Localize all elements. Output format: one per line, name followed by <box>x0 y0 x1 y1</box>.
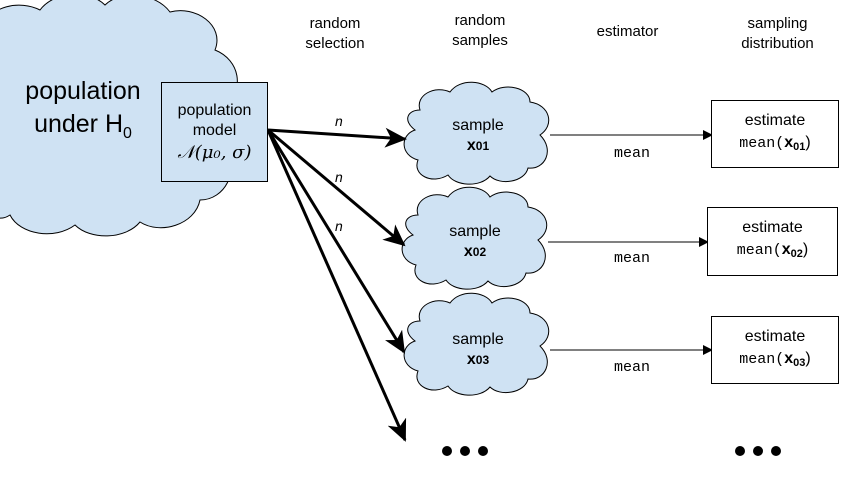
selection-arrows <box>266 127 407 442</box>
model-line2: model <box>192 122 237 139</box>
estimate-3-title: estimate <box>744 328 806 345</box>
arrow-to-sample-1 <box>267 127 407 148</box>
samples-ellipsis-icon <box>442 446 488 456</box>
sample-label-2: sample x02 <box>430 222 520 262</box>
population-subscript: 0 <box>123 125 132 142</box>
sample-2-var: x02 <box>463 243 487 260</box>
sample-1-title: sample <box>452 117 504 134</box>
estimator-label-3: mean <box>614 359 651 376</box>
arrow-to-sample-2 <box>267 128 406 247</box>
header-random-selection: random selection <box>305 15 365 52</box>
dot <box>771 446 781 456</box>
estimator-label-1: mean <box>614 145 651 162</box>
estimate-1-expr: mean(x01) <box>739 134 811 153</box>
n-label-2: n <box>335 169 343 185</box>
estimate-2-expr: mean(x02) <box>736 241 809 260</box>
estimate-box-1: estimate mean(x01) <box>711 100 839 168</box>
estimator-label-2: mean <box>614 250 651 267</box>
sample-1-var: x01 <box>466 137 490 154</box>
dot <box>753 446 763 456</box>
arrow-to-sample-3 <box>266 129 406 354</box>
header-sampling-distribution: sampling distribution <box>741 15 814 52</box>
population-line2: under H0 <box>34 110 132 142</box>
sample-cloud-1 <box>403 81 550 185</box>
model-formula: 𝒩(μ₀, σ) <box>177 142 252 163</box>
estimate-box-3: estimate mean(x03) <box>711 316 839 384</box>
n-label-1: n <box>335 113 343 129</box>
population-model-box: population model 𝒩(μ₀, σ) <box>161 82 268 182</box>
estimate-box-2: estimate mean(x02) <box>707 207 838 276</box>
n-label-3: n <box>335 218 343 234</box>
sample-cloud-3 <box>403 292 550 396</box>
estimate-1-title: estimate <box>744 112 806 129</box>
estimator-arrows <box>548 130 713 355</box>
dot <box>442 446 452 456</box>
arrow-to-more <box>266 129 407 442</box>
dot <box>735 446 745 456</box>
sample-3-title: sample <box>452 331 504 348</box>
header-estimator: estimator <box>596 23 659 40</box>
estimate-3-expr: mean(x03) <box>739 350 811 369</box>
sample-cloud-2 <box>401 186 548 290</box>
header-random-samples: random samples <box>452 12 508 49</box>
population-label: population under H0 <box>8 75 158 150</box>
model-line1: population <box>177 102 252 119</box>
estimate-2-title: estimate <box>742 219 803 236</box>
sample-3-var: x03 <box>466 351 490 368</box>
sample-label-3: sample x03 <box>433 330 523 370</box>
dot <box>460 446 470 456</box>
estimates-ellipsis-icon <box>735 446 781 456</box>
sample-label-1: sample x01 <box>433 116 523 156</box>
sample-2-title: sample <box>449 223 501 240</box>
dot <box>478 446 488 456</box>
population-line1: population <box>25 77 141 105</box>
